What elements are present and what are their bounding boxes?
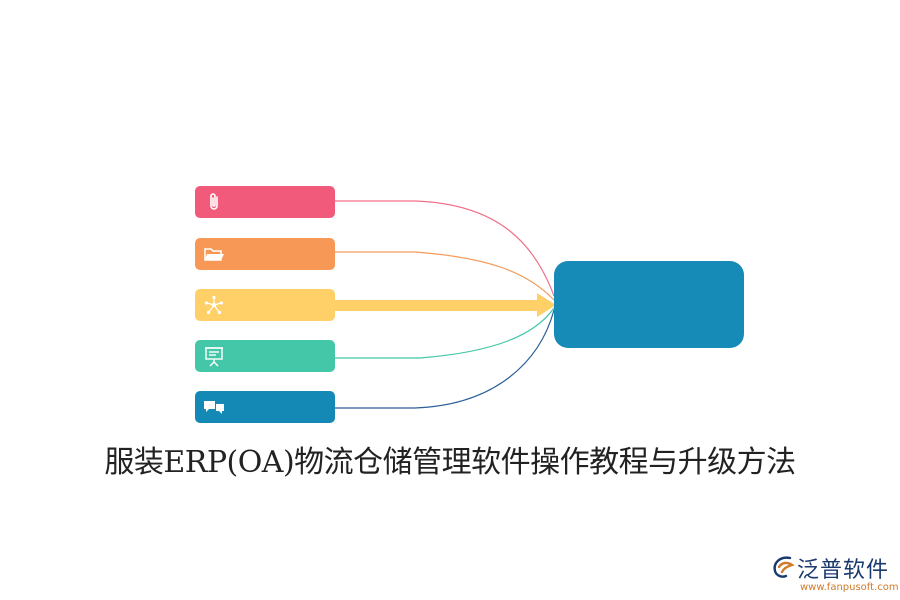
brand-logo: 泛普软件 www.fanpusoft.com (770, 552, 899, 600)
connector-line-2 (335, 251, 555, 301)
branch-node-5 (195, 391, 335, 423)
folder-icon (204, 248, 224, 261)
paperclip-icon (210, 193, 218, 210)
branch-node-4 (195, 340, 335, 372)
connector-line-5 (335, 309, 555, 409)
central-node (554, 261, 744, 348)
branch-node-1 (195, 186, 335, 218)
presentation-icon (205, 347, 223, 367)
diagram-caption: 服装ERP(OA)物流仓储管理软件操作教程与升级方法 (104, 445, 796, 480)
network-icon (204, 295, 224, 315)
connector-line-4 (335, 307, 555, 359)
connector-arrow-3 (335, 293, 556, 317)
branch-node-3 (195, 289, 335, 321)
branch-node-2 (195, 238, 335, 270)
brand-name: 泛普软件 (797, 558, 890, 583)
chat-bubbles-icon (204, 401, 224, 414)
brand-mark-icon (773, 556, 795, 578)
brand-url: www.fanpusoft.com (800, 582, 899, 593)
connector-line-1 (335, 200, 555, 297)
